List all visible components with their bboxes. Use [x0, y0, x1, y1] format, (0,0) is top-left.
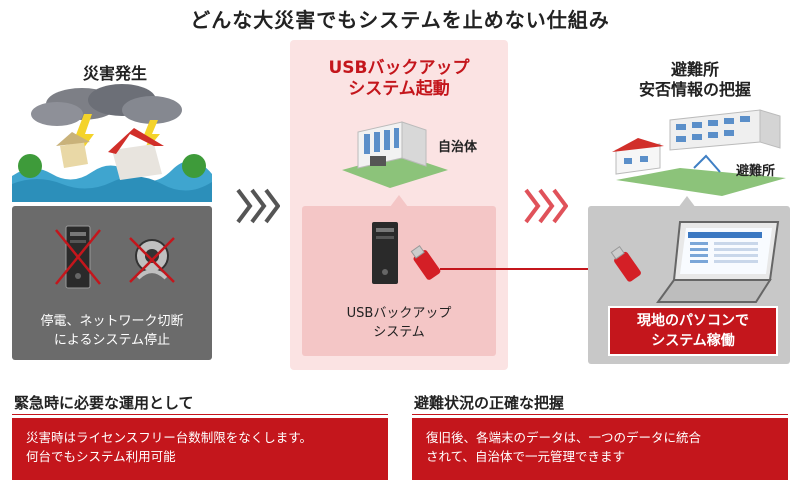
municipality-label: 自治体 — [438, 140, 478, 155]
usb-system-label-1: USBバックアップ — [346, 306, 452, 321]
bottom-right-rule — [412, 414, 788, 415]
bottom-left-heading: 緊急時に必要な運用として — [14, 394, 194, 412]
bottom-left-rule — [12, 414, 388, 415]
system-down-box: 停電、ネットワーク切断 によるシステム停止 — [12, 206, 212, 360]
local-pc-badge: 現地のパソコンで システム稼働 — [608, 306, 778, 356]
shelter-title-2: 安否情報の把握 — [638, 80, 751, 99]
usb-stick-icon — [410, 245, 441, 280]
bottom-right-line-1: 復旧後、各端末のデータは、一つのデータに統合 — [426, 430, 702, 445]
usb-backup-title-1: USBバックアップ — [328, 58, 470, 78]
usb-backup-title-2: システム起動 — [348, 79, 450, 99]
shelter-title-1: 避難所 — [670, 60, 719, 79]
server-icon — [55, 225, 101, 289]
shelter-label: 避難所 — [736, 164, 776, 179]
shelter-building-icon — [612, 109, 786, 196]
chevron-right-icon — [236, 188, 280, 224]
bottom-left-line-1: 災害時はライセンスフリー台数制限をなくします。 — [26, 430, 313, 445]
disaster-illustration — [12, 84, 212, 202]
usb-stick-icon-2 — [610, 246, 641, 282]
bottom-right-box: 復旧後、各端末のデータは、一つのデータに統合 されて、自治体で一元管理できます — [412, 418, 788, 480]
usb-system-box: USBバックアップ システム — [302, 206, 496, 356]
local-pc-text-2: システム稼働 — [651, 333, 735, 349]
bottom-left-box: 災害時はライセンスフリー台数制限をなくします。 何台でもシステム利用可能 — [12, 418, 388, 480]
system-down-text-2: によるシステム停止 — [53, 333, 171, 348]
backup-server-icon — [372, 222, 398, 284]
municipality-building-icon — [342, 121, 448, 188]
disaster-label: 災害発生 — [82, 64, 147, 83]
local-pc-text-1: 現地のパソコンで — [637, 313, 749, 329]
webcam-icon — [129, 237, 175, 283]
page-title: どんな大災害でもシステムを止めない仕組み — [190, 8, 610, 32]
usb-system-label-2: システム — [373, 325, 425, 340]
bottom-right-heading: 避難状況の正確な把握 — [414, 394, 565, 412]
bottom-right-line-2: されて、自治体で一元管理できます — [426, 449, 626, 464]
shelter-pc-box: 現地のパソコンで システム稼働 — [588, 206, 790, 364]
usb-backup-panel: USBバックアップ システム起動 自治体 — [290, 40, 508, 370]
connector-triangle-2 — [678, 196, 696, 208]
system-down-text-1: 停電、ネットワーク切断 — [40, 314, 184, 329]
chevron-right-red-icon — [524, 188, 568, 224]
bottom-left-line-2: 何台でもシステム利用可能 — [26, 449, 176, 464]
laptop-icon — [656, 221, 780, 303]
connector-triangle — [390, 195, 408, 207]
